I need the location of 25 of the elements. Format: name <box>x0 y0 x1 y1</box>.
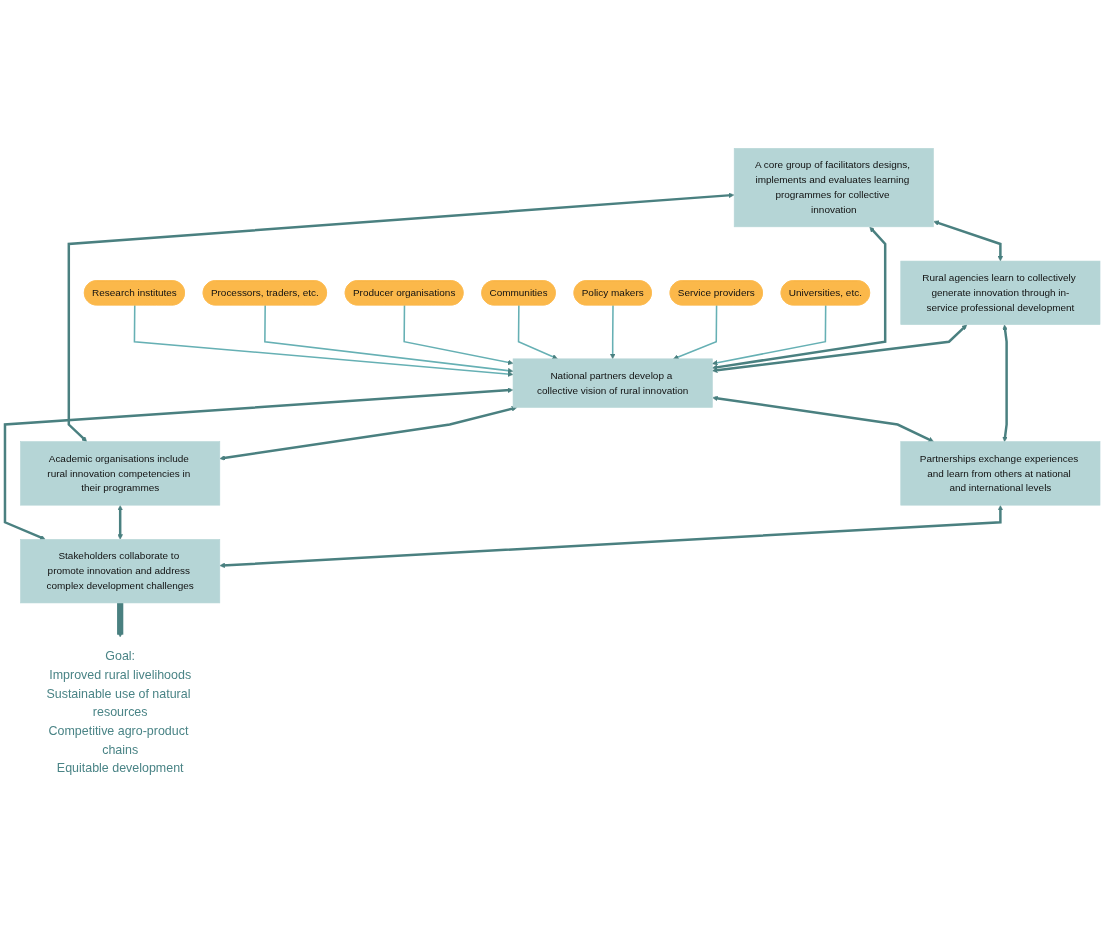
arrow <box>219 505 1004 569</box>
arrow <box>712 324 968 373</box>
arrow <box>264 304 514 374</box>
arrow <box>609 304 616 360</box>
arrow <box>403 304 514 366</box>
node-text: Goal: Improved rural livelihoods Sustainable use of natural resources Competitive agro-product chains Equitable development <box>46 649 192 775</box>
node-box: National partners develop a collective vision of rural innovation <box>512 358 713 408</box>
arrow <box>133 304 514 377</box>
arrow <box>117 602 124 638</box>
node-box: Academic organisations include rural innovation competencies in their programmes <box>20 441 221 506</box>
arrow <box>3 387 514 540</box>
arrow <box>712 304 827 366</box>
node-box: Rural agencies learn to collectively generate innovation through in-service professional development <box>900 260 1101 325</box>
arrow <box>933 220 1004 262</box>
arrow <box>1002 324 1008 442</box>
node-box: Partnerships exchange experiences and learn from others at national and international levels <box>900 441 1101 506</box>
arrow <box>712 395 934 442</box>
arrow <box>67 192 735 442</box>
arrow <box>712 226 887 370</box>
arrow <box>219 406 518 461</box>
node-box: Stakeholders collaborate to promote innovation and address complex development challenges <box>20 539 221 604</box>
node-box: A core group of facilitators designs, implements and evaluates learning programmes for collective innovation <box>733 148 934 228</box>
arrow <box>517 304 558 360</box>
arrow <box>673 304 718 360</box>
arrow <box>117 505 123 540</box>
